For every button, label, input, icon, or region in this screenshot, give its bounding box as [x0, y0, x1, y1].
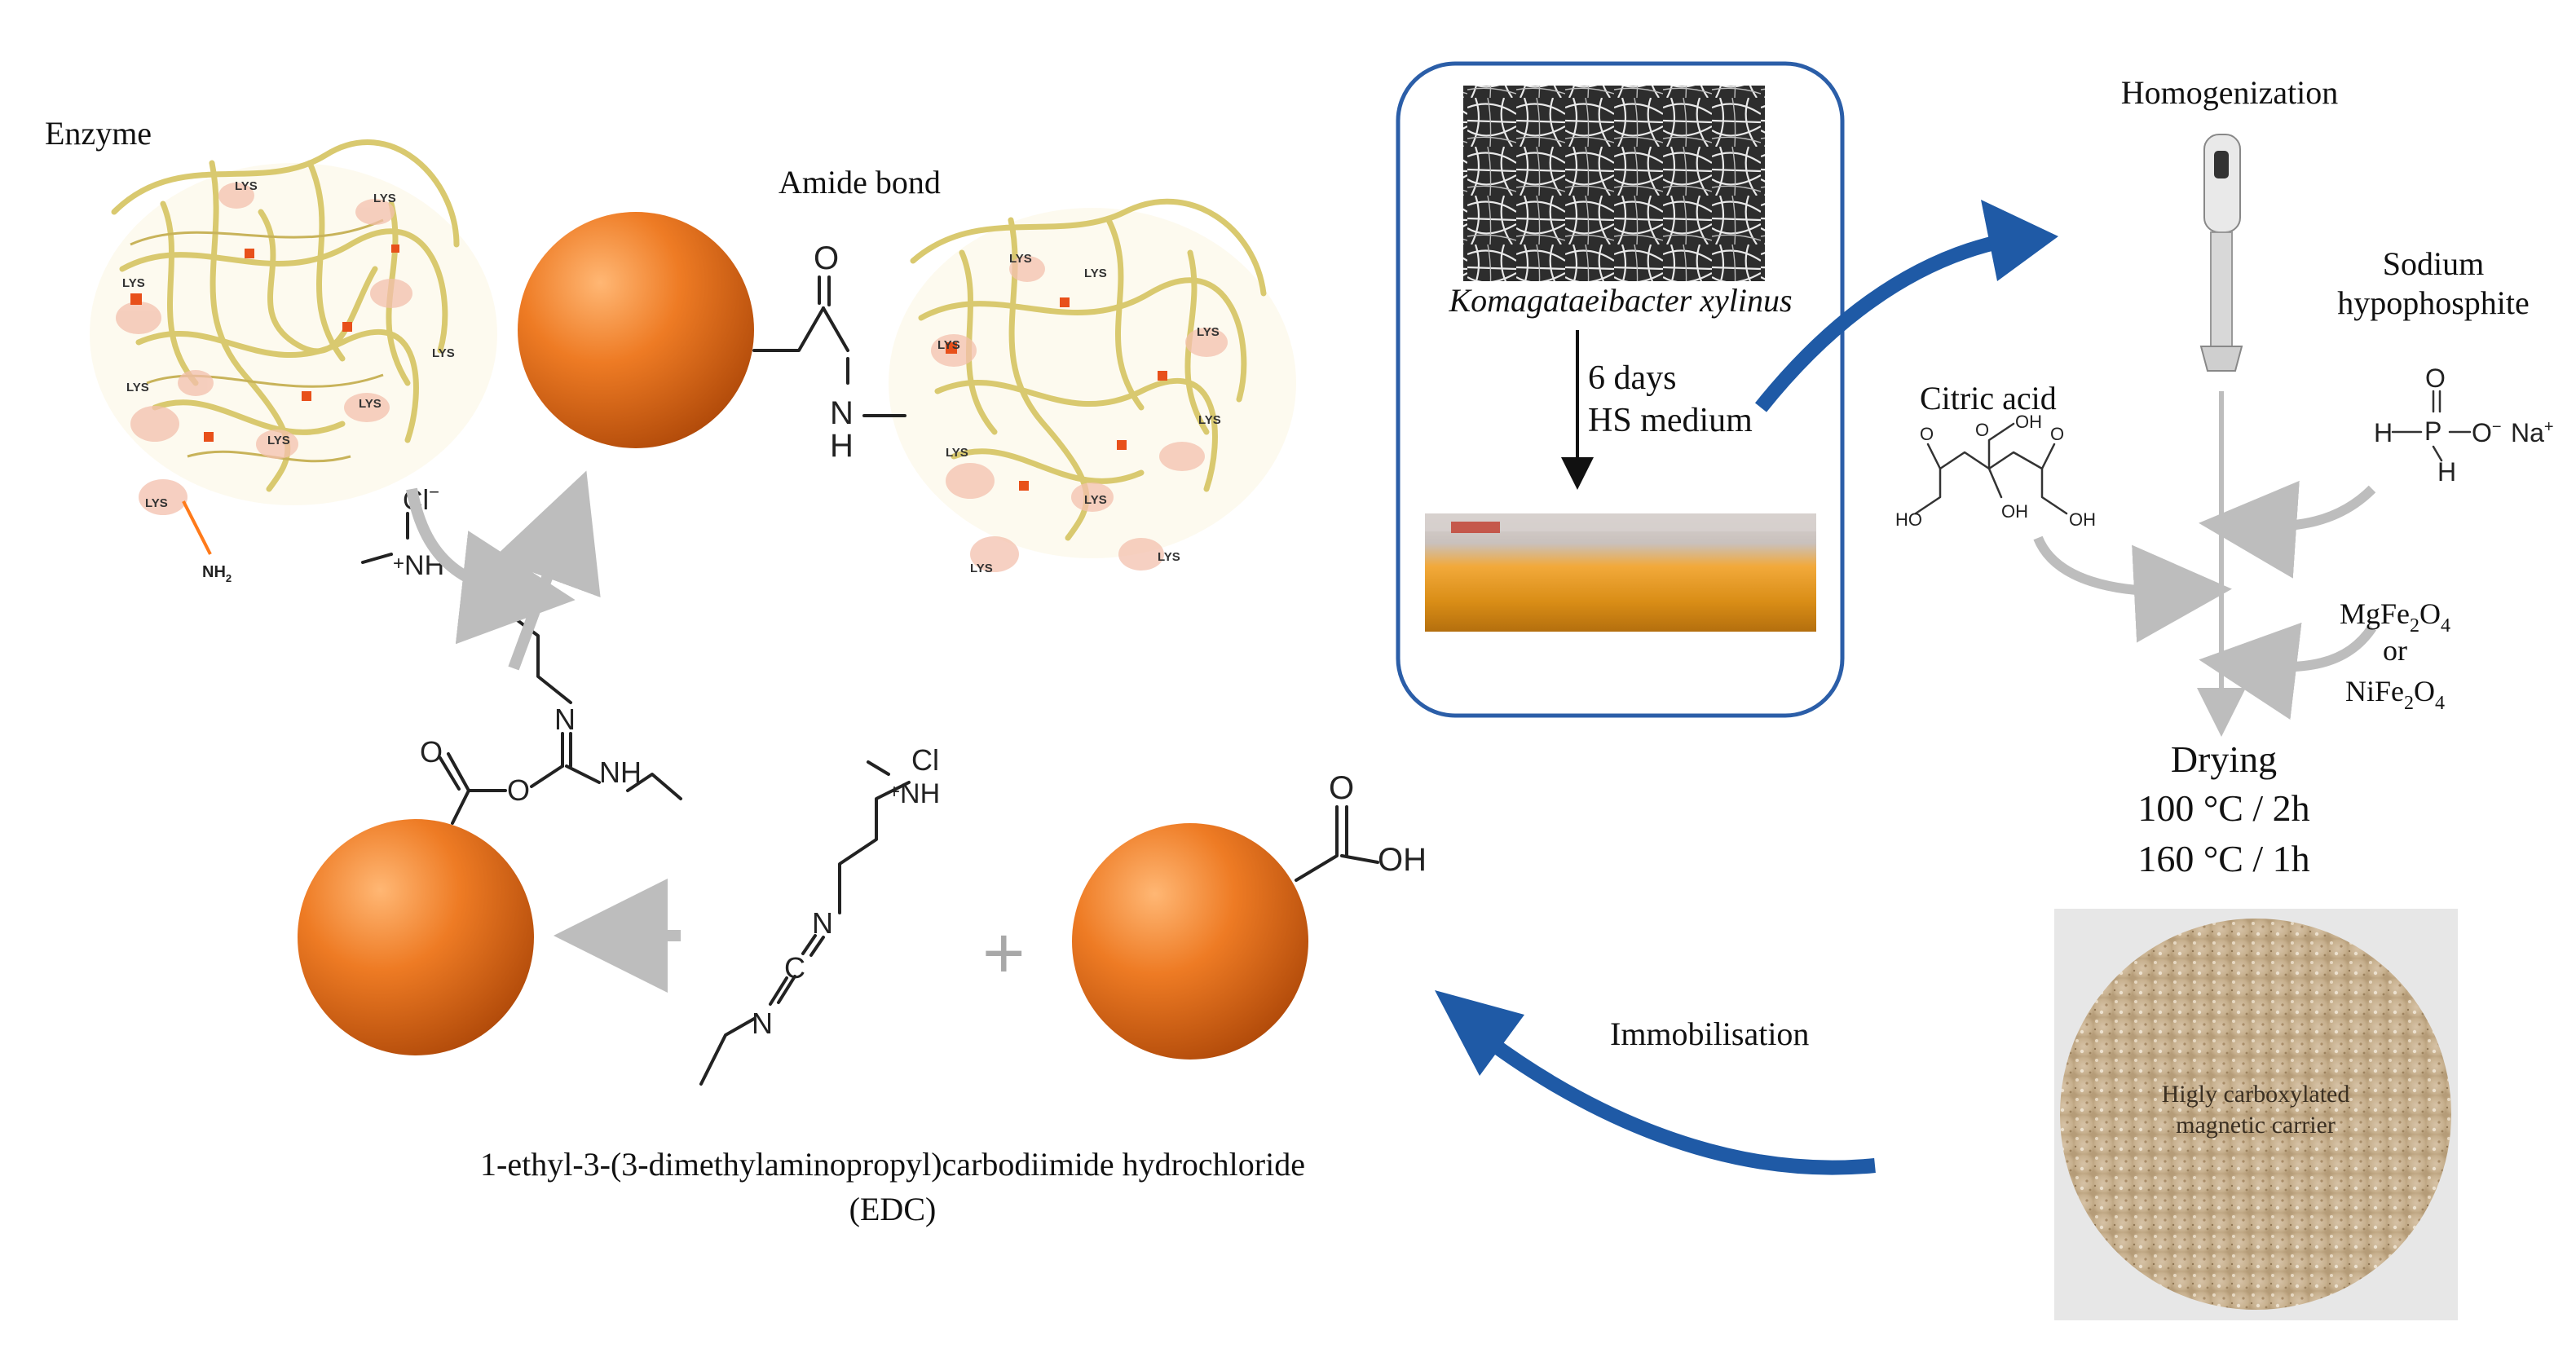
edc-ammonium: +NH — [889, 778, 940, 809]
citric-acid-label: Citric acid — [1920, 380, 2057, 416]
amide-bond-label: Amide bond — [779, 164, 941, 200]
svg-text:N: N — [752, 1007, 773, 1040]
edc-structure: N C N +NH Cl — [699, 743, 940, 1086]
nife2o4-label: NiFe2O4 — [2345, 675, 2445, 714]
reaction-arrow-to-amide — [493, 470, 601, 671]
svg-text:O: O — [2425, 363, 2446, 393]
arrow-citric-acid — [2033, 535, 2232, 643]
lys-label: LYS — [946, 446, 968, 460]
lys-label: LYS — [359, 397, 382, 411]
lys-label: LYS — [1198, 413, 1221, 427]
sodium-ion: Na+ — [2511, 418, 2554, 447]
svg-text:HO: HO — [1895, 509, 1922, 530]
svg-text:O: O — [507, 773, 530, 807]
svg-text:OH: OH — [1378, 842, 1427, 878]
bacteria-name-label: Komagataeibacter xylinus — [1449, 282, 1793, 319]
arrow-ferrite — [2199, 622, 2376, 720]
svg-text:H: H — [2374, 418, 2393, 447]
culture-photo — [1425, 513, 1816, 632]
carrier-label-line2: magnetic carrier — [2176, 1112, 2336, 1139]
drying-label: Drying — [2170, 738, 2278, 780]
lys-label: LYS — [373, 192, 396, 205]
blender-icon — [2199, 134, 2243, 372]
edc-chloride: Cl — [911, 743, 939, 777]
sem-image — [1463, 86, 1765, 281]
culture-medium-label: HS medium — [1588, 402, 1753, 439]
lys-label: LYS — [126, 381, 149, 394]
amine-tether — [182, 500, 212, 555]
hypophosphite-o-minus: O− — [2472, 418, 2502, 447]
nh2-label: NH2 — [202, 563, 232, 584]
carrier-bead-carboxyl — [1072, 823, 1308, 1060]
lys-label: LYS — [145, 496, 168, 510]
homogenization-label: Homogenization — [2120, 74, 2339, 111]
sodium-hypophosphite-structure: O P H O− H Na+ — [2374, 363, 2554, 487]
carrier-bead-amide — [518, 212, 754, 448]
enzyme-structure-left: LYS LYS LYS LYS LYS LYS LYS LYS NH2 — [90, 139, 497, 584]
amide-bond-structure: O N H — [752, 240, 906, 464]
lys-label: LYS — [432, 346, 455, 360]
sodium-hypophosphite-line1: Sodium — [2382, 245, 2485, 282]
svg-text:NH: NH — [599, 756, 642, 789]
lys-label: LYS — [1009, 252, 1032, 266]
lys-label: LYS — [937, 338, 960, 352]
enzyme-label: Enzyme — [45, 115, 152, 152]
process-arrow-to-homogenization — [1754, 233, 2007, 412]
svg-text:O: O — [420, 735, 443, 769]
lys-label: LYS — [267, 434, 290, 447]
lys-label: LYS — [1158, 550, 1180, 564]
process-arrow-immobilisation — [1471, 1024, 1876, 1175]
lys-label: LYS — [1084, 493, 1107, 507]
lys-label: LYS — [235, 179, 258, 193]
immobilisation-label: Immobilisation — [1610, 1016, 1810, 1052]
svg-text:OH: OH — [2001, 501, 2028, 522]
carrier-powder — [2060, 919, 2451, 1310]
svg-text:N: N — [812, 906, 833, 940]
svg-text:O: O — [2050, 424, 2064, 444]
amide-oxygen: O — [814, 240, 839, 276]
carboxyl-structure: O OH — [1295, 770, 1427, 882]
carrier-label-line1: Higly carboxylated — [2162, 1081, 2350, 1108]
amide-nitrogen: N — [830, 395, 854, 431]
arrow-hypophosphite — [2199, 480, 2376, 579]
enzyme-structure-immobilised: LYS LYS LYS LYS LYS LYS LYS LYS LYS — [889, 198, 1296, 575]
svg-text:O: O — [1975, 420, 1989, 440]
lys-label: LYS — [970, 562, 993, 575]
edc-abbreviation-label: (EDC) — [849, 1191, 937, 1227]
sodium-hypophosphite-line2: hypophosphite — [2337, 284, 2530, 321]
culture-time-label: 6 days — [1588, 359, 1677, 397]
svg-text:N: N — [554, 703, 576, 736]
ferrite-or-label: or — [2383, 634, 2407, 667]
plus-sign: + — [982, 913, 1026, 994]
amide-hydrogen: H — [830, 428, 854, 464]
svg-text:OH: OH — [2015, 412, 2042, 432]
svg-text:H: H — [2437, 457, 2456, 487]
svg-text:O: O — [1920, 424, 1934, 444]
svg-text:OH: OH — [2069, 509, 2096, 530]
carrier-bead-activated — [298, 819, 534, 1055]
citric-acid-structure: HO OH O O OH O OH — [1895, 412, 2096, 530]
svg-text:O: O — [1329, 770, 1354, 806]
lys-label: LYS — [1084, 267, 1107, 280]
drying-step1-label: 100 °C / 2h — [2137, 787, 2310, 829]
drying-step2-label: 160 °C / 1h — [2137, 838, 2310, 879]
lys-label: LYS — [1197, 325, 1220, 339]
mgfe2o4-label: MgFe2O4 — [2340, 597, 2450, 637]
edc-full-name-label: 1-ethyl-3-(3-dimethylaminopropyl)carbodi… — [480, 1146, 1305, 1183]
lys-label: LYS — [122, 276, 145, 290]
svg-text:P: P — [2424, 416, 2441, 446]
svg-text:C: C — [784, 951, 805, 985]
